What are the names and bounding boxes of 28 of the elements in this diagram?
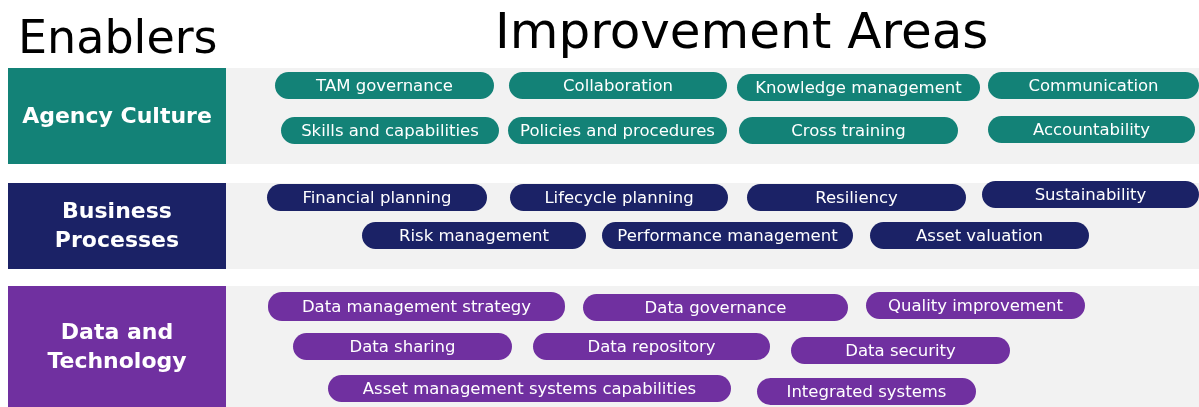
improvement-pill: Quality improvement [866, 292, 1085, 319]
improvement-pill: Cross training [739, 117, 958, 144]
improvement-pill: Performance management [602, 222, 853, 249]
improvement-pill: Accountability [988, 116, 1195, 143]
improvement-pill: Data sharing [293, 333, 512, 360]
improvement-pill: Communication [988, 72, 1199, 99]
improvement-pill: TAM governance [275, 72, 494, 99]
improvement-pill: Data security [791, 337, 1010, 364]
improvement-pill: Data governance [583, 294, 848, 321]
improvement-pill: Sustainability [982, 181, 1199, 208]
improvement-pill: Policies and procedures [508, 117, 727, 144]
enabler-box: Data and Technology [8, 286, 226, 407]
improvement-pill: Asset valuation [870, 222, 1089, 249]
improvement-pill: Resiliency [747, 184, 966, 211]
improvement-pill: Collaboration [509, 72, 727, 99]
improvement-pill: Data repository [533, 333, 770, 360]
enabler-box: Business Processes [8, 183, 226, 269]
improvement-pill: Knowledge management [737, 74, 980, 101]
improvement-pill: Asset management systems capabilities [328, 375, 731, 402]
enabler-box: Agency Culture [8, 68, 226, 164]
improvement-pill: Risk management [362, 222, 586, 249]
improvement-pill: Financial planning [267, 184, 487, 211]
improvement-pill: Data management strategy [268, 292, 565, 321]
column-heading: Enablers [18, 14, 218, 60]
column-heading: Improvement Areas [495, 6, 989, 56]
improvement-pill: Integrated systems [757, 378, 976, 405]
improvement-pill: Lifecycle planning [510, 184, 728, 211]
improvement-pill: Skills and capabilities [281, 117, 499, 144]
